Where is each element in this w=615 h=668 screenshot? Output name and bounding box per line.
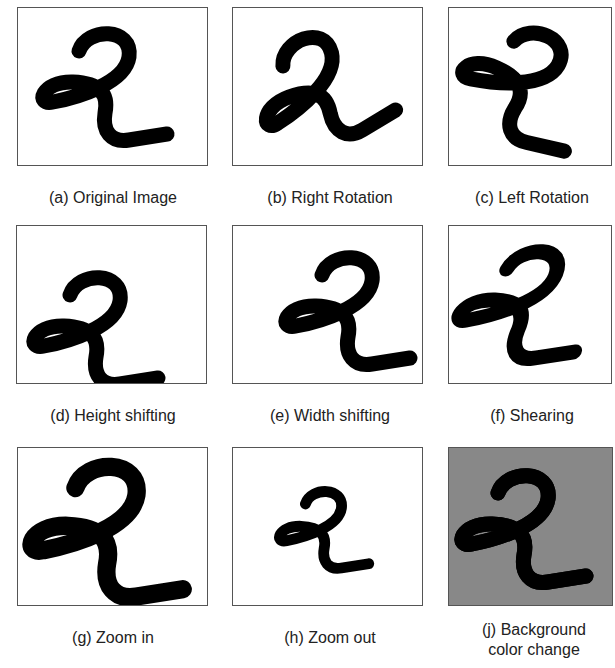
panel-caption: (e) Width shifting — [235, 406, 425, 426]
panel-zoom-out — [232, 447, 423, 606]
panel-zoom-in — [17, 447, 208, 606]
panel-caption: (b) Right Rotation — [235, 188, 425, 208]
panel-caption: (c) Left Rotation — [452, 188, 612, 208]
panel-caption: (d) Height shifting — [18, 406, 208, 426]
panel-caption: (j) Background color change — [469, 620, 599, 660]
panel-height-shift — [16, 225, 207, 384]
panel-shearing — [448, 225, 612, 384]
panel-width-shift — [232, 225, 423, 384]
panel-caption: (a) Original Image — [18, 188, 208, 208]
panel-background-change — [448, 447, 613, 606]
panel-caption: (h) Zoom out — [235, 628, 425, 648]
panel-right-rotation — [232, 7, 423, 166]
panel-left-rotation — [447, 7, 612, 166]
panel-original — [17, 7, 208, 166]
panel-caption: (f) Shearing — [452, 406, 612, 426]
panel-caption: (g) Zoom in — [18, 628, 208, 648]
